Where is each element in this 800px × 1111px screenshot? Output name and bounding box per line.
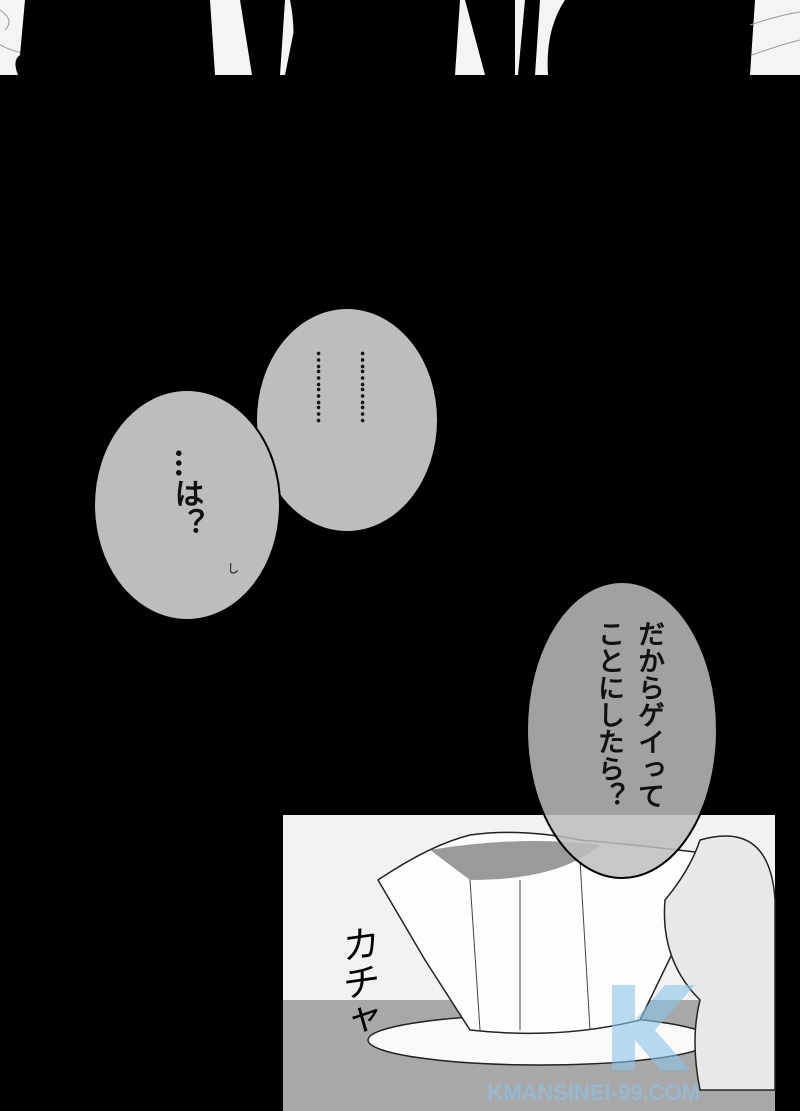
suggestion-line-1: だからゲイって (633, 620, 664, 809)
silence-dots-2: ………… (356, 350, 380, 422)
hand (663, 835, 776, 1091)
speech-bubble-question (93, 389, 281, 621)
silence-dots-1: ………… (312, 350, 336, 422)
watermark-logo: KMANSINEI-99.COM (487, 985, 700, 1105)
question-text: …は？ (168, 448, 204, 538)
top-panel (0, 0, 800, 78)
speech-bubble-suggestion (526, 581, 718, 879)
sfx-clink: カチャ (335, 921, 380, 1042)
question-mark-small: し (225, 562, 240, 574)
suggestion-text: だからゲイって ことにしたら？ (588, 620, 668, 809)
svg-text:KMANSINEI-99.COM: KMANSINEI-99.COM (487, 1080, 700, 1105)
suggestion-line-2: ことにしたら？ (593, 620, 624, 809)
teacup-panel (283, 815, 776, 1111)
silhouette-left (15, 0, 200, 75)
speech-bubble-silence (255, 307, 439, 533)
silhouette-right (465, 0, 515, 75)
